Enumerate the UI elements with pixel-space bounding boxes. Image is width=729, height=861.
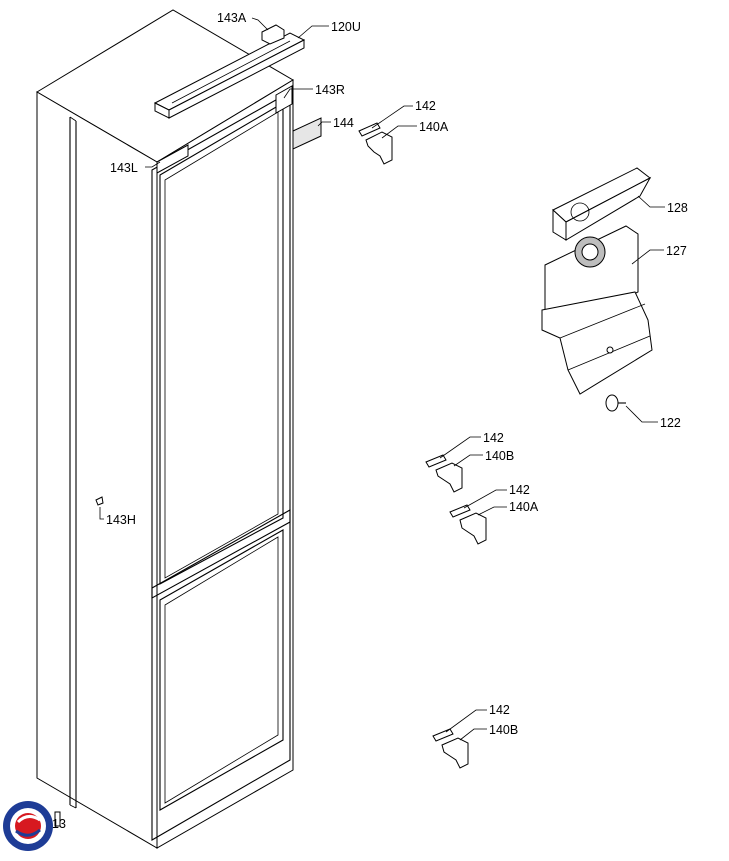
- label-142: 142: [415, 99, 436, 113]
- leader-140B: [459, 728, 487, 741]
- label-13: 13: [52, 817, 66, 831]
- lower-door-inner: [164, 536, 279, 804]
- spacer-142-shape: [425, 454, 447, 468]
- front-frame: [151, 91, 291, 841]
- screw-122: [605, 394, 626, 412]
- bracket-143R-shape: [275, 85, 293, 114]
- screw-143H: [95, 496, 104, 506]
- leader-140A: [381, 125, 417, 139]
- leader-143R: [283, 88, 313, 99]
- bracket-screw-hole: [606, 346, 614, 354]
- leader-122: [625, 405, 658, 423]
- leader-142: [371, 105, 413, 129]
- cabinet-side: [36, 91, 158, 849]
- leader-143L: [145, 161, 161, 168]
- label-142: 142: [509, 483, 530, 497]
- label-143H: 143H: [106, 513, 136, 527]
- spacer-142-shape: [432, 728, 454, 742]
- part-128-hole: [570, 202, 590, 222]
- hinge-140B-shape: [435, 462, 463, 493]
- bracket-edge: [559, 303, 646, 339]
- part-127-hole-inner: [581, 243, 599, 261]
- upper-door-inner: [164, 111, 279, 579]
- leader-142: [439, 436, 481, 459]
- rail-groove: [171, 40, 291, 104]
- label-140B: 140B: [489, 723, 518, 737]
- label-144: 144: [333, 116, 354, 130]
- hinge-set-3: [449, 504, 487, 545]
- label-140A: 140A: [419, 120, 449, 134]
- lower-door-panel: [159, 529, 284, 811]
- leader-142: [463, 489, 507, 509]
- label-120U: 120U: [331, 20, 361, 34]
- part-labels: 143A 120U 143R 144 142 140A 143L 128 127…: [52, 11, 688, 831]
- rail-front: [168, 39, 305, 119]
- logo-swirl: [16, 815, 41, 824]
- hinge-set-4: [432, 728, 469, 769]
- leader-120U: [297, 25, 329, 39]
- hinge-set-1: [358, 122, 393, 165]
- assembly-128: [552, 167, 652, 241]
- leader-140A: [477, 506, 507, 516]
- upper-door-panel: [159, 102, 284, 585]
- label-143A: 143A: [217, 11, 247, 25]
- label-143L: 143L: [110, 161, 138, 175]
- hinge-140A-shape: [459, 512, 487, 545]
- label-122: 122: [660, 416, 681, 430]
- brand-logo: [3, 801, 53, 851]
- label-128: 128: [667, 201, 688, 215]
- logo-swirl: [15, 828, 41, 837]
- leader-127: [631, 249, 664, 265]
- cabinet-body: [36, 9, 294, 849]
- side-strip-line: [69, 804, 77, 809]
- leader-140B: [453, 454, 483, 467]
- leader-lines: [99, 17, 665, 741]
- screw-head: [605, 394, 619, 412]
- label-140B: 140B: [485, 449, 514, 463]
- label-140A: 140A: [509, 500, 539, 514]
- bottom-foot: [54, 811, 61, 827]
- cabinet-front: [156, 79, 294, 849]
- leader-142: [445, 709, 487, 733]
- spacer-142-shape: [449, 504, 471, 518]
- side-strip-line: [69, 116, 77, 122]
- hinge-140A-shape: [365, 131, 393, 165]
- hinge-140B-shape: [441, 737, 469, 769]
- leader-128: [637, 195, 665, 208]
- hinge-set-2: [425, 454, 463, 493]
- part-128-front: [565, 176, 652, 241]
- rail-120U: [153, 32, 306, 119]
- assembly-127: [541, 225, 653, 395]
- part-127-bracket: [541, 291, 653, 395]
- leader-144: [317, 121, 331, 127]
- label-142: 142: [483, 431, 504, 445]
- door-divider: [151, 509, 291, 599]
- label-143R: 143R: [315, 83, 345, 97]
- plate-144: [292, 117, 322, 150]
- label-127: 127: [666, 244, 687, 258]
- label-142: 142: [489, 703, 510, 717]
- leader-143A: [251, 17, 269, 31]
- leader-143H: [99, 507, 104, 520]
- bracket-143L-shape: [156, 144, 189, 174]
